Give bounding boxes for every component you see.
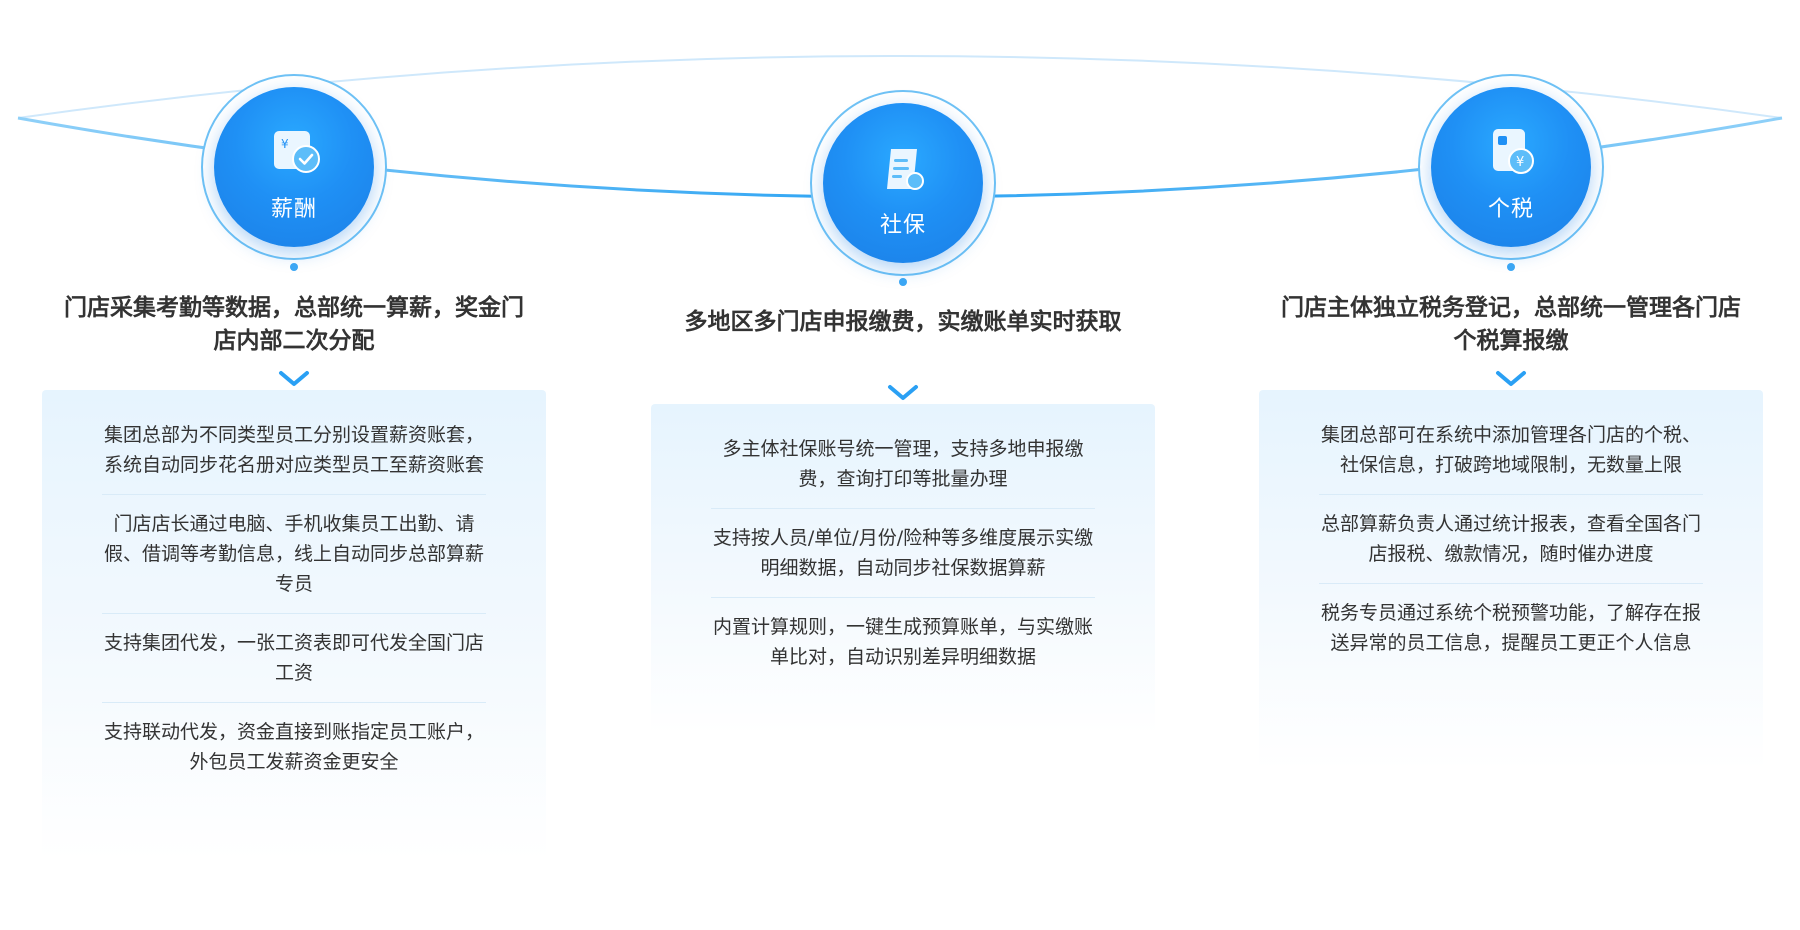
- tax-detail-card: 集团总部可在系统中添加管理各门店的个税、社保信息，打破跨地域限制，无数量上限 总…: [1259, 390, 1763, 770]
- social-insurance-title: 社保: [879, 213, 926, 238]
- list-item: 支持联动代发，资金直接到账指定员工账户，外包员工发薪资金更安全: [103, 721, 484, 773]
- salary-yuan-check-icon: ¥: [268, 125, 324, 181]
- tax-circle: ¥ 个税: [1418, 74, 1604, 260]
- salary-circle: ¥ 薪酬: [201, 74, 387, 260]
- salary-summary: 门店采集考勤等数据，总部统一算薪，奖金门店内部二次分配: [64, 295, 524, 354]
- column-salary: ¥ 薪酬 门店采集考勤等数据，总部统一算薪，奖金门店内部二次分配 集团总部为不同…: [42, 0, 546, 930]
- list-item: 内置计算规则，一键生成预算账单，与实缴账单比对，自动识别差异明细数据: [712, 616, 1093, 668]
- column-social-insurance: 社保 多地区多门店申报缴费，实缴账单实时获取 多主体社保账号统一管理，支持多地申…: [651, 0, 1155, 930]
- tax-yuan-icon: ¥: [1485, 125, 1541, 181]
- list-item: 总部算薪负责人通过统计报表，查看全国各门店报税、缴款情况，随时催办进度: [1319, 495, 1703, 584]
- social-insurance-anchor-dot: [899, 278, 907, 286]
- salary-detail-card: 集团总部为不同类型员工分别设置薪资账套，系统自动同步花名册对应类型员工至薪资账套…: [42, 390, 546, 860]
- list-item: 集团总部可在系统中添加管理各门店的个税、社保信息，打破跨地域限制，无数量上限: [1319, 406, 1703, 495]
- chevron-down-icon: [279, 371, 309, 386]
- social-insurance-circle: 社保: [810, 90, 996, 276]
- list-item: 门店店长通过电脑、手机收集员工出勤、请假、借调等考勤信息，线上自动同步总部算薪专…: [102, 495, 486, 614]
- svg-text:¥: ¥: [281, 137, 289, 151]
- tax-summary: 门店主体独立税务登记，总部统一管理各门店个税算报缴: [1281, 295, 1741, 354]
- list-item: 多主体社保账号统一管理，支持多地申报缴费，查询打印等批量办理: [711, 420, 1095, 509]
- list-item: 集团总部为不同类型员工分别设置薪资账套，系统自动同步花名册对应类型员工至薪资账套: [102, 406, 486, 495]
- social-insurance-summary: 多地区多门店申报缴费，实缴账单实时获取: [684, 309, 1122, 335]
- social-insurance-detail-card: 多主体社保账号统一管理，支持多地申报缴费，查询打印等批量办理 支持按人员/单位/…: [651, 404, 1155, 734]
- tax-title: 个税: [1487, 197, 1534, 222]
- list-item: 税务专员通过系统个税预警功能，了解存在报送异常的员工信息，提醒员工更正个人信息: [1320, 602, 1701, 654]
- salary-title: 薪酬: [270, 197, 317, 222]
- svg-text:¥: ¥: [1516, 155, 1524, 170]
- list-item: 支持集团代发，一张工资表即可代发全国门店工资: [102, 614, 486, 703]
- social-insurance-document-icon: [877, 141, 933, 197]
- tax-anchor-dot: [1507, 263, 1515, 271]
- list-item: 支持按人员/单位/月份/险种等多维度展示实缴明细数据，自动同步社保数据算薪: [711, 509, 1095, 598]
- column-tax: ¥ 个税 门店主体独立税务登记，总部统一管理各门店个税算报缴 集团总部可在系统中…: [1259, 0, 1763, 930]
- salary-anchor-dot: [290, 263, 298, 271]
- chevron-down-icon: [888, 385, 918, 400]
- chevron-down-icon: [1496, 371, 1526, 386]
